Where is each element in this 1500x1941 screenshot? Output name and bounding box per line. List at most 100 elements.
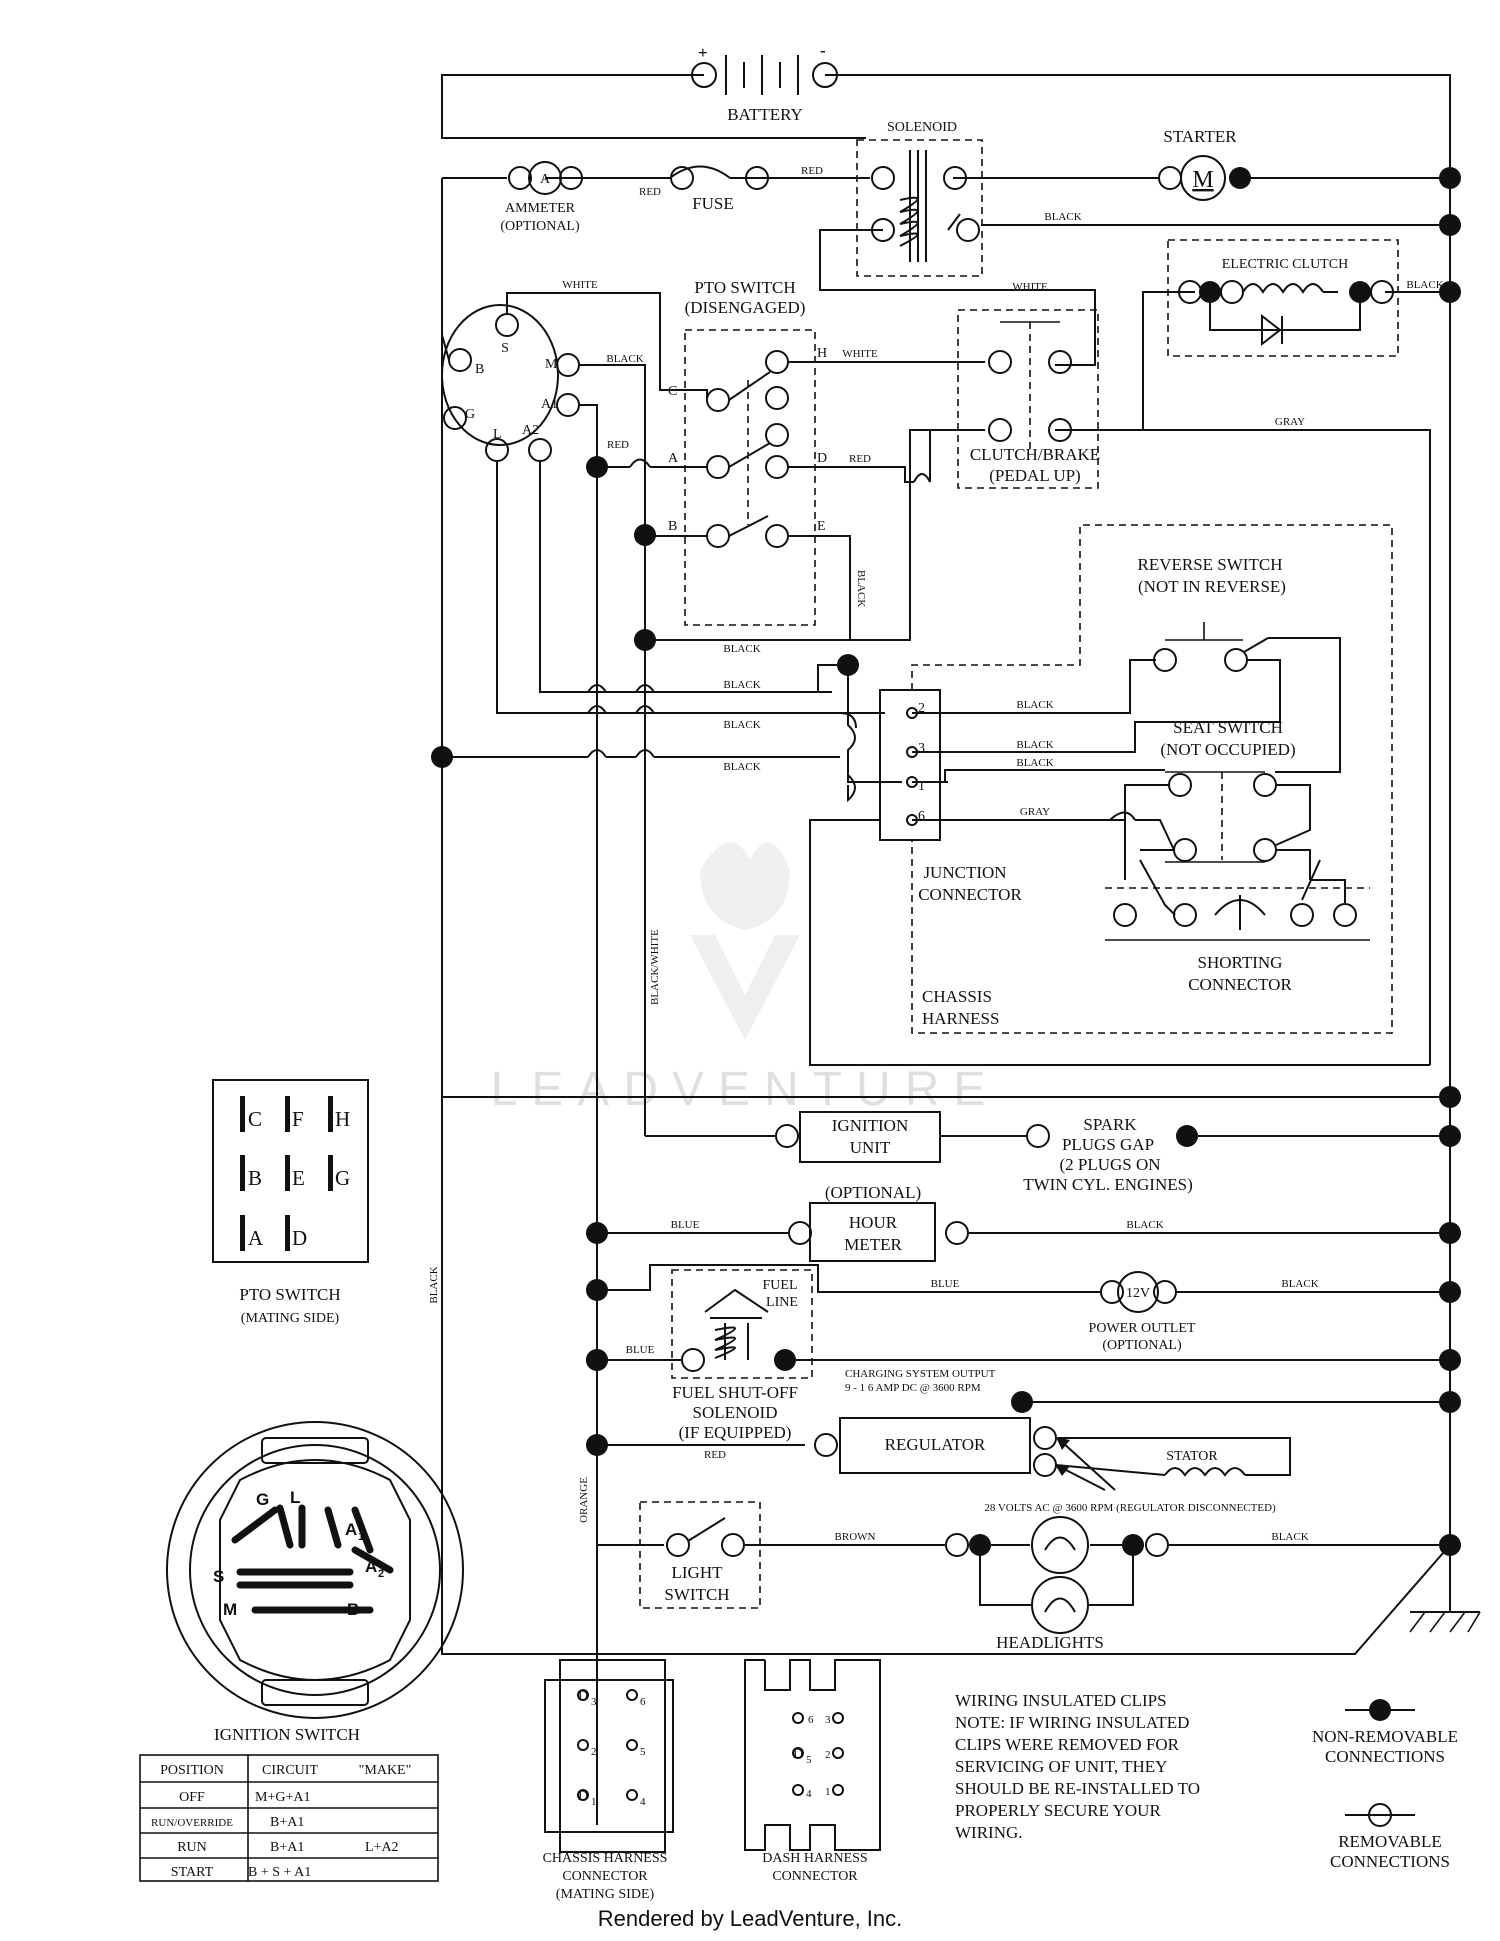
pto-mating-label: PTO SWITCH (239, 1285, 340, 1304)
svg-text:4: 4 (806, 1788, 812, 1800)
svg-text:HARNESS: HARNESS (922, 1009, 999, 1028)
svg-text:LINE: LINE (766, 1295, 798, 1310)
reverse-switch-label: REVERSE SWITCH (1138, 555, 1283, 574)
light-switch: ORANGE LIGHT SWITCH BROWN (578, 1445, 945, 1609)
svg-text:BLACK: BLACK (606, 353, 643, 365)
svg-text:BLACK: BLACK (1281, 1278, 1318, 1290)
svg-text:5: 5 (640, 1746, 646, 1758)
svg-text:(DISENGAGED): (DISENGAGED) (685, 298, 806, 317)
svg-text:BLACK: BLACK (1044, 211, 1081, 223)
svg-text:B+A1: B+A1 (270, 1840, 304, 1855)
svg-text:BLUE: BLUE (626, 1344, 655, 1356)
motor-letter: M (1192, 167, 1213, 193)
svg-text:CLIPS WERE REMOVED FOR: CLIPS WERE REMOVED FOR (955, 1735, 1180, 1754)
legend: NON-REMOVABLE CONNECTIONS REMOVABLE CONN… (1312, 1699, 1458, 1871)
svg-text:BLACK: BLACK (723, 761, 760, 773)
legend-removable: REMOVABLE (1338, 1832, 1442, 1851)
battery-plus: + (698, 43, 708, 62)
svg-text:OFF: OFF (179, 1790, 205, 1805)
svg-text:BLUE: BLUE (671, 1219, 700, 1231)
starter-label: STARTER (1163, 127, 1237, 146)
spark-plugs-label: SPARK (1083, 1115, 1137, 1134)
table-header-make: "MAKE" (359, 1763, 412, 1778)
svg-text:BLACK: BLACK (1016, 699, 1053, 711)
svg-text:RUN/OVERRIDE: RUN/OVERRIDE (151, 1817, 233, 1829)
headlights: BLACK HEADLIGHTS (945, 1516, 1461, 1652)
headlights-label: HEADLIGHTS (996, 1633, 1104, 1652)
ignition-switch-label: IGNITION SWITCH (214, 1725, 360, 1744)
svg-text:C: C (668, 384, 677, 399)
svg-text:28 VOLTS AC @ 3600 RPM (REGULA: 28 VOLTS AC @ 3600 RPM (REGULATOR DISCON… (984, 1502, 1276, 1514)
svg-text:1: 1 (358, 1531, 364, 1543)
ignition-unit-label: IGNITION (832, 1116, 908, 1135)
note-title: WIRING INSULATED CLIPS (955, 1691, 1167, 1710)
svg-text:9 - 1 6 AMP DC @ 3600 RPM: 9 - 1 6 AMP DC @ 3600 RPM (845, 1382, 981, 1394)
pto-switch-label: PTO SWITCH (694, 278, 795, 297)
footer-credit: Rendered by LeadVenture, Inc. (597, 1906, 903, 1931)
svg-text:WHITE: WHITE (842, 348, 878, 360)
svg-text:BLACK: BLACK (1126, 1219, 1163, 1231)
electric-clutch-label: ELECTRIC CLUTCH (1222, 257, 1348, 272)
svg-text:CONNECTOR: CONNECTOR (562, 1869, 648, 1884)
dash-connector-label: DASH HARNESS (762, 1851, 867, 1866)
battery-minus: - (820, 41, 826, 60)
chassis-connector-label: CHASSIS HARNESS (543, 1851, 668, 1866)
svg-text:GRAY: GRAY (1020, 806, 1050, 818)
svg-text:UNIT: UNIT (850, 1138, 891, 1157)
svg-text:BLACK: BLACK (723, 679, 760, 691)
svg-text:TWIN CYL. ENGINES): TWIN CYL. ENGINES) (1023, 1175, 1193, 1194)
svg-text:M+G+A1: M+G+A1 (255, 1790, 310, 1805)
svg-text:(OPTIONAL): (OPTIONAL) (1102, 1338, 1182, 1353)
shorting-connector-label: SHORTING (1198, 953, 1283, 972)
svg-text:BLACK: BLACK (723, 719, 760, 731)
svg-text:NOTE: IF WIRING INSULATED: NOTE: IF WIRING INSULATED (955, 1713, 1189, 1732)
svg-text:M: M (545, 357, 558, 372)
svg-text:A: A (248, 1226, 264, 1250)
svg-text:WIRING.: WIRING. (955, 1823, 1023, 1842)
legend-non-removable: NON-REMOVABLE (1312, 1727, 1458, 1746)
svg-text:D: D (578, 1789, 588, 1804)
svg-text:2: 2 (591, 1746, 597, 1758)
svg-text:D: D (793, 1747, 803, 1762)
svg-text:G: G (335, 1166, 350, 1190)
svg-text:RED: RED (704, 1449, 726, 1461)
svg-text:SOLENOID: SOLENOID (693, 1403, 778, 1422)
regulator: CHARGING SYSTEM OUTPUT 9 - 1 6 AMP DC @ … (586, 1368, 1461, 1514)
svg-text:B: B (248, 1166, 262, 1190)
svg-text:B: B (347, 1600, 359, 1619)
svg-text:BLACK: BLACK (1016, 739, 1053, 751)
svg-text:B: B (475, 362, 484, 377)
svg-text:BLUE: BLUE (931, 1278, 960, 1290)
svg-text:BLACK: BLACK (723, 643, 760, 655)
chassis-harness-connector: D 3 6 2 5 D 1 4 CHASSIS HARNESS CONNECTO… (543, 1659, 674, 1902)
svg-text:F: F (292, 1107, 304, 1131)
hour-meter-label: HOUR (849, 1213, 898, 1232)
svg-text:3: 3 (591, 1696, 597, 1708)
svg-text:(PEDAL UP): (PEDAL UP) (989, 466, 1080, 485)
ignition-unit: IGNITION UNIT SPARK PLUGS GAP (2 PLUGS O… (442, 1086, 1461, 1194)
starter: M STARTER BLACK (1044, 127, 1251, 223)
svg-text:E: E (817, 519, 826, 534)
svg-text:S: S (213, 1567, 224, 1586)
dash-harness-connector: 6 3 D 5 2 4 1 DASH HARNESS CONNECTOR (744, 1659, 881, 1884)
svg-text:6: 6 (640, 1696, 646, 1708)
junction-label: JUNCTION (923, 863, 1006, 882)
svg-text:2: 2 (825, 1749, 831, 1761)
svg-text:6: 6 (918, 809, 925, 824)
svg-text:RED: RED (639, 186, 661, 198)
svg-text:GRAY: GRAY (1275, 416, 1305, 428)
wiring-note: WIRING INSULATED CLIPS NOTE: IF WIRING I… (955, 1691, 1200, 1842)
svg-text:S: S (501, 341, 509, 356)
power-outlet-label: POWER OUTLET (1089, 1321, 1196, 1336)
ground-symbol (1409, 1545, 1481, 1633)
svg-text:SERVICING OF UNIT, THEY: SERVICING OF UNIT, THEY (955, 1757, 1167, 1776)
svg-text:RED: RED (801, 165, 823, 177)
clutch-brake-switch: CLUTCH/BRAKE (PEDAL UP) WHITE GRAY (957, 281, 1305, 489)
svg-text:A: A (540, 172, 551, 187)
svg-text:G: G (256, 1490, 269, 1509)
power-outlet: BLUE 12V BLACK POWER OUTLET (OPTIONAL) (586, 1264, 1461, 1353)
svg-text:G: G (465, 407, 475, 422)
fuel-solenoid: FUEL LINE BLUE FUEL SHUT-OFF SOLENOID (I… (586, 1269, 1461, 1442)
svg-text:(MATING SIDE): (MATING SIDE) (241, 1311, 340, 1326)
svg-text:L: L (290, 1488, 300, 1507)
